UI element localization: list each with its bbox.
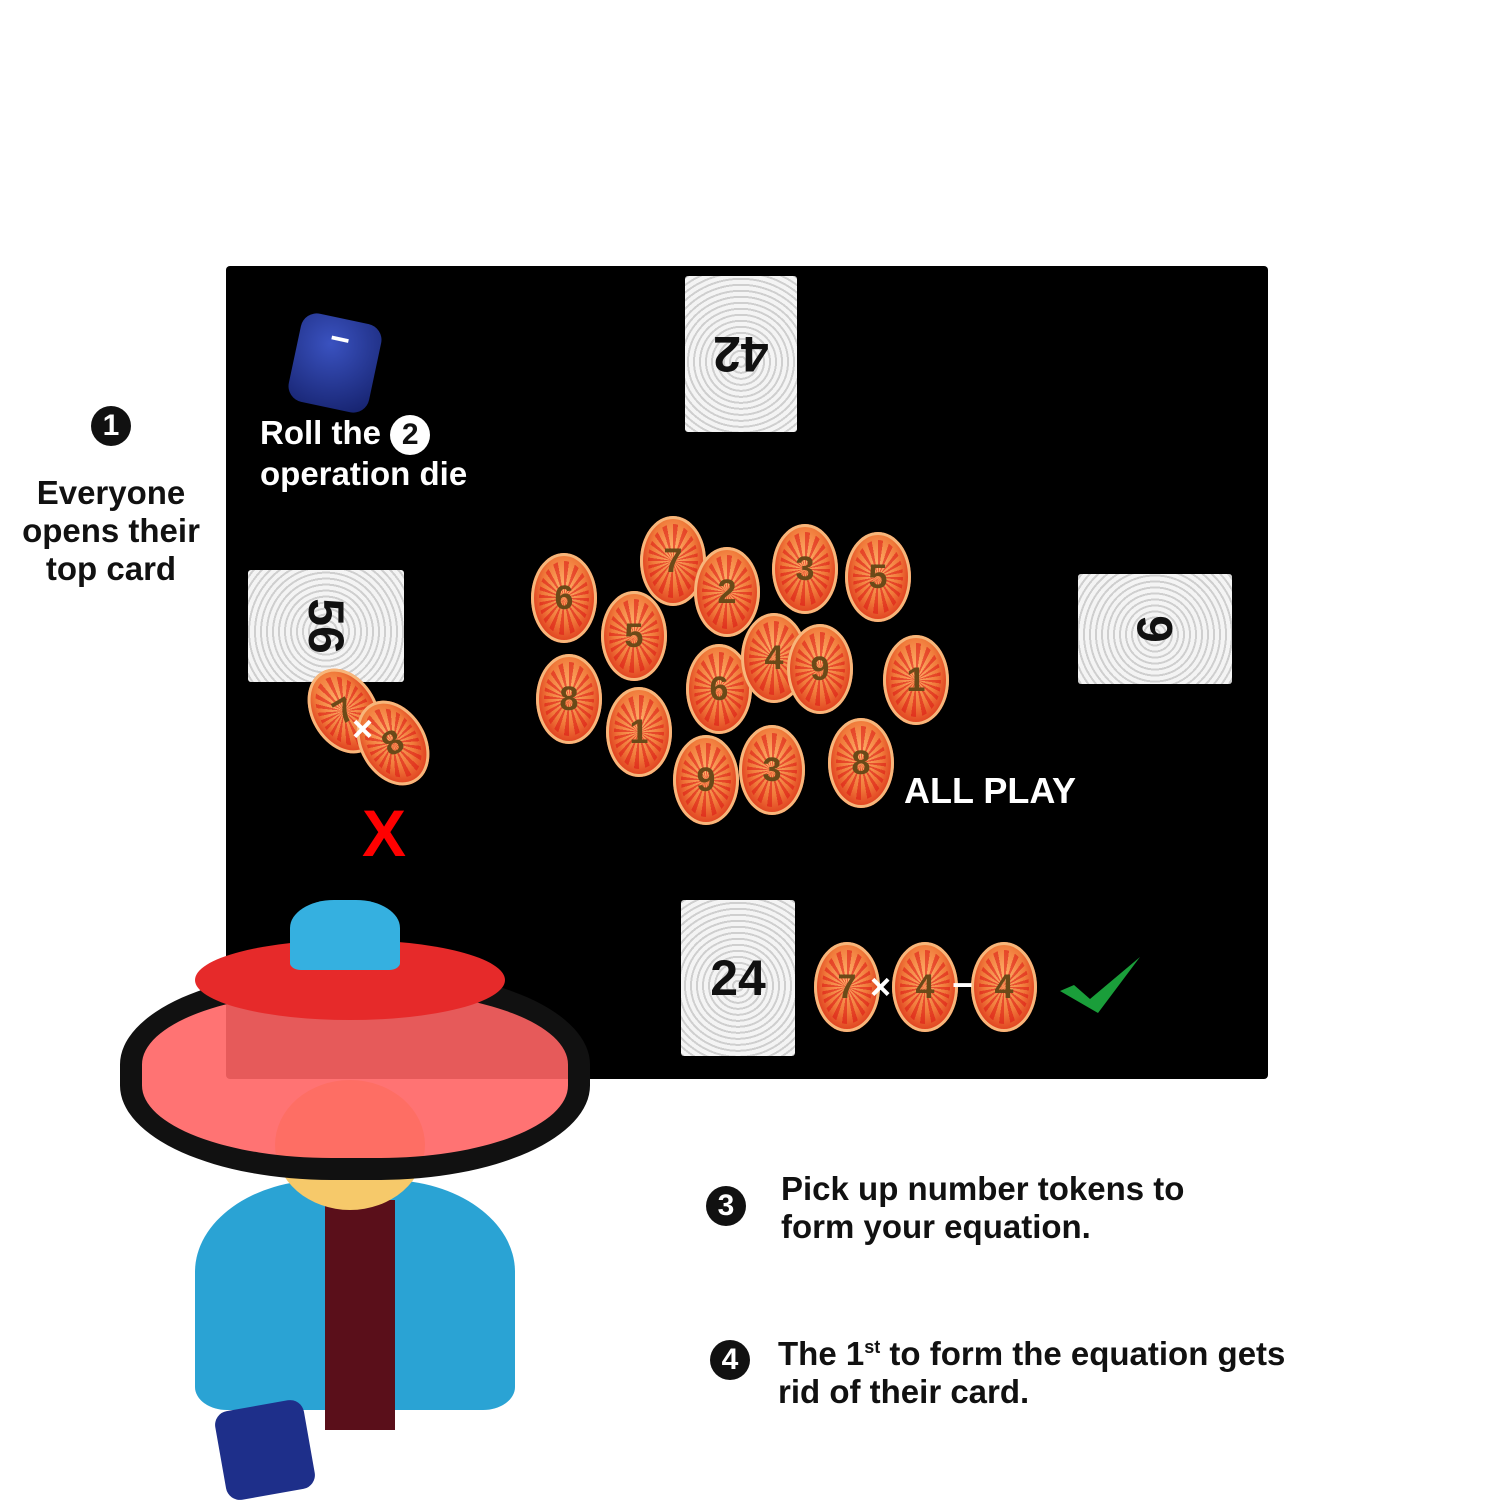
number-token[interactable]: 7 <box>814 942 880 1032</box>
detective-character <box>10 900 590 1502</box>
check-icon <box>1060 957 1140 1013</box>
number-token[interactable]: 3 <box>739 725 805 815</box>
step3-instruction: 3 Pick up number tokens to form your equ… <box>706 1170 1184 1246</box>
number-token[interactable]: 6 <box>531 553 597 643</box>
number-token[interactable]: 8 <box>536 654 602 744</box>
step1-number: 1 <box>91 406 131 447</box>
number-token[interactable]: 5 <box>601 591 667 681</box>
step4-instruction: 4 The 1st to form the equation gets rid … <box>710 1328 1285 1411</box>
step2-instruction: Roll the 2 operation die <box>260 414 468 493</box>
card-top: 42 <box>685 276 797 432</box>
number-token[interactable]: 5 <box>845 532 911 622</box>
number-token[interactable]: 2 <box>694 547 760 637</box>
operator-symbol: − <box>952 964 974 1005</box>
operation-die <box>212 1397 318 1502</box>
number-token[interactable]: 7 <box>640 516 706 606</box>
operator-symbol: × <box>870 966 892 1007</box>
number-token[interactable]: 9 <box>787 624 853 714</box>
number-token[interactable]: 1 <box>606 687 672 777</box>
step3-number: 3 <box>706 1186 746 1226</box>
card-right: 6 <box>1078 574 1232 684</box>
number-token[interactable]: 4 <box>971 942 1037 1032</box>
card-left: 56 <box>248 570 404 682</box>
all-play-label: ALL PLAY <box>904 770 1077 811</box>
number-token[interactable]: 9 <box>673 735 739 825</box>
step2-number: 2 <box>390 415 431 456</box>
number-token[interactable]: 3 <box>772 524 838 614</box>
number-token[interactable]: 1 <box>883 635 949 725</box>
step1-instruction: 1 Everyone opens their top card <box>0 405 222 588</box>
card-bottom: 24 <box>681 900 795 1056</box>
number-token[interactable]: 4 <box>892 942 958 1032</box>
step4-number: 4 <box>710 1340 750 1380</box>
wrong-mark-icon: X <box>362 796 407 870</box>
operator-symbol: × <box>352 708 374 749</box>
number-token[interactable]: 8 <box>828 718 894 808</box>
